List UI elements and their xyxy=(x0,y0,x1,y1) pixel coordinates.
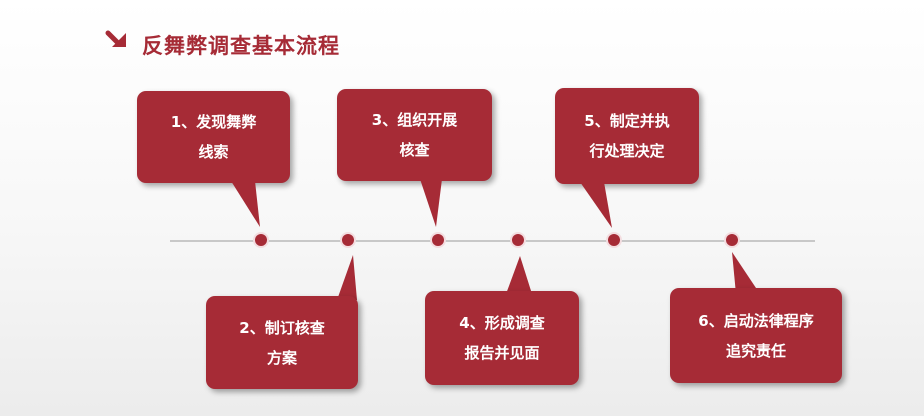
timeline-node-5 xyxy=(608,234,620,246)
step-3-line2: 核查 xyxy=(399,141,430,159)
step-5-pointer xyxy=(580,182,612,228)
step-2-line2: 方案 xyxy=(266,348,297,367)
step-1-callout: 1、发现舞弊 线索 xyxy=(137,91,290,183)
step-2-callout: 2、制订核查 方案 xyxy=(206,296,358,389)
step-3-pointer xyxy=(420,179,442,227)
timeline-node-2 xyxy=(342,234,354,246)
timeline-line xyxy=(170,240,815,242)
step-1-line1: 1、发现舞弊 xyxy=(170,113,257,131)
step-3-callout: 3、组织开展 核查 xyxy=(337,89,492,181)
step-6-pointer xyxy=(732,252,760,294)
step-6-line1: 6、启动法律程序 xyxy=(698,311,814,330)
step-5-line1: 5、制定并执 xyxy=(584,112,670,130)
step-6-callout: 6、启动法律程序 追究责任 xyxy=(670,288,842,383)
step-6-line2: 追究责任 xyxy=(725,341,786,360)
step-2-pointer xyxy=(337,255,357,300)
timeline-node-1 xyxy=(255,234,267,246)
timeline-node-3 xyxy=(432,234,444,246)
page-title: 反舞弊调查基本流程 xyxy=(142,34,340,58)
step-4-line2: 报告并见面 xyxy=(464,344,540,362)
step-1-line2: 线索 xyxy=(198,143,229,161)
step-1-pointer xyxy=(231,181,260,227)
timeline-node-6 xyxy=(726,234,738,246)
step-5-line2: 行处理决定 xyxy=(589,142,665,160)
step-3-line1: 3、组织开展 xyxy=(371,111,458,129)
timeline-node-4 xyxy=(512,234,524,246)
step-4-pointer xyxy=(506,256,532,294)
step-4-line1: 4、形成调查 xyxy=(459,314,545,332)
step-4-callout: 4、形成调查 报告并见面 xyxy=(425,291,579,385)
step-5-callout: 5、制定并执 行处理决定 xyxy=(555,88,699,184)
arrow-down-right-icon xyxy=(105,30,126,47)
step-2-line1: 2、制订核查 xyxy=(239,318,325,337)
